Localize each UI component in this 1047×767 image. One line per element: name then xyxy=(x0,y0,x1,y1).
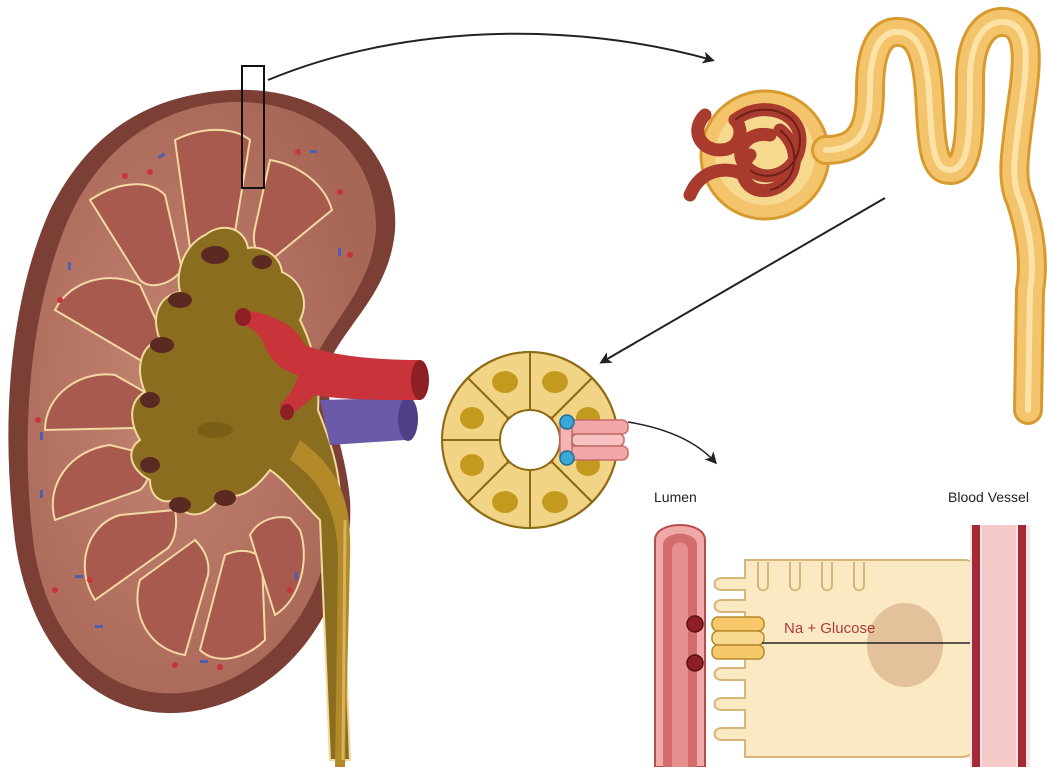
cell-transport-detail xyxy=(655,525,1030,767)
nephron xyxy=(690,22,1032,410)
arrow-to-cell-diagram xyxy=(628,422,715,462)
arrow-to-nephron xyxy=(268,34,712,80)
sglt-transporter xyxy=(712,617,764,659)
renal-vein xyxy=(320,398,405,445)
sodium-ion-bottom xyxy=(687,655,703,671)
na-glucose-label: Na + Glucose xyxy=(784,620,875,637)
blood-vessel xyxy=(970,525,1030,767)
blood-vessel-label: Blood Vessel xyxy=(948,489,1029,505)
pelvis-highlight xyxy=(197,422,233,438)
renal-vein-opening xyxy=(398,397,418,441)
arrow-to-tubule-section xyxy=(602,198,885,362)
tubule-cross-section xyxy=(442,352,628,528)
kidney-cross-section xyxy=(8,90,429,767)
artery-branch-top xyxy=(235,308,251,326)
sodium-ion-top xyxy=(687,616,703,632)
lumen-label: Lumen xyxy=(654,489,697,505)
renal-artery-opening xyxy=(411,360,429,400)
ureter-highlight xyxy=(343,520,345,760)
cell-nucleus xyxy=(867,603,943,687)
transporter-dot-top xyxy=(560,415,574,429)
transporter-dot-bottom xyxy=(560,451,574,465)
tubule-lumen xyxy=(500,410,560,470)
artery-branch-bottom xyxy=(280,404,294,420)
